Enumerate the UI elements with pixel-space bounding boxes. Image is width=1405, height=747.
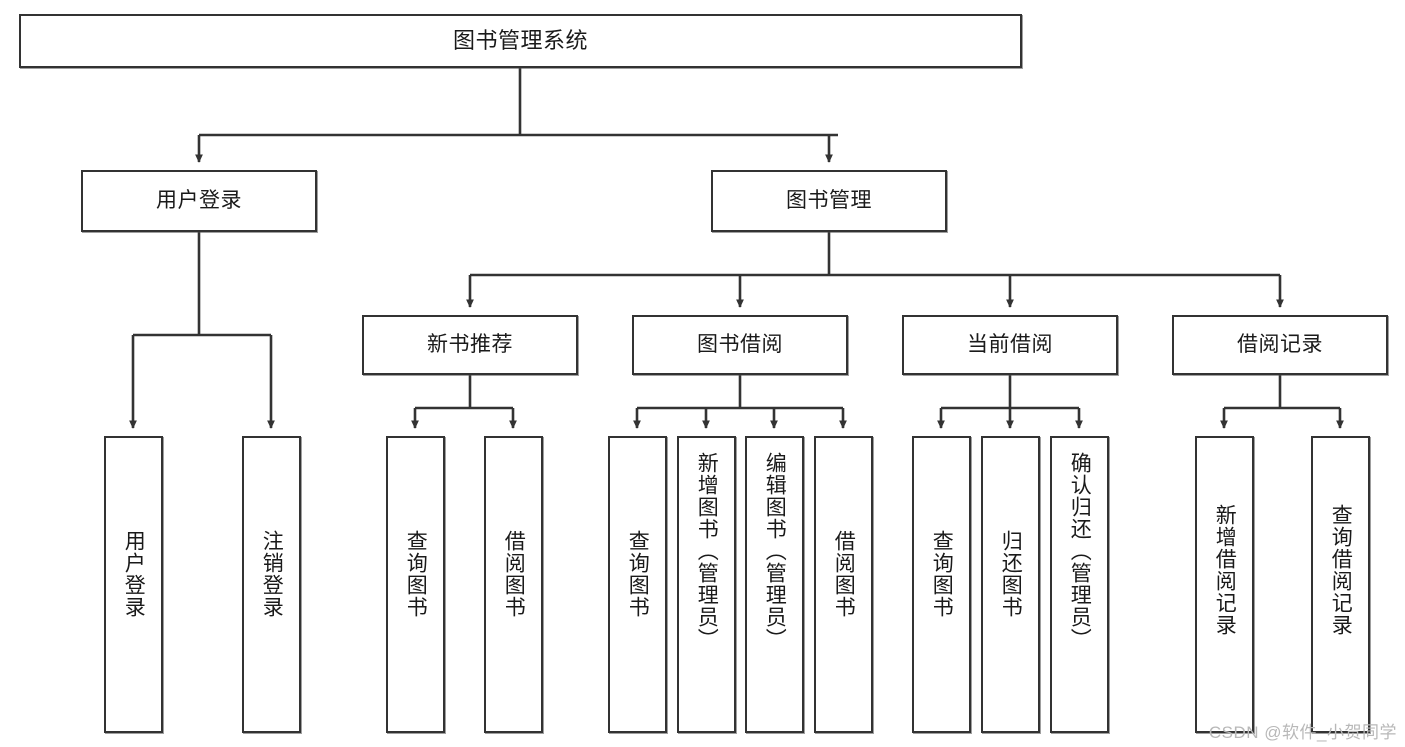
node-root-label: 图书管理系统 [452,28,588,54]
leaf-query-book-bb[interactable]: 查询图书 [608,436,667,733]
leaf-query-book-cb-label: 查询图书 [930,530,954,618]
leaf-confirm-return-admin[interactable]: 确认归还（管理员） [1050,436,1109,733]
leaf-logout-label: 注销登录 [260,530,284,618]
leaf-return-book[interactable]: 归还图书 [981,436,1040,733]
leaf-query-borrow-record[interactable]: 查询借阅记录 [1311,436,1370,733]
node-book-management[interactable]: 图书管理 [711,170,947,232]
leaf-confirm-return-admin-label: 确认归还（管理员） [1068,452,1092,650]
leaf-borrow-book-bb-label: 借阅图书 [832,530,856,618]
leaf-user-login[interactable]: 用户登录 [104,436,163,733]
leaf-query-book-cb[interactable]: 查询图书 [912,436,971,733]
node-user-login-label: 用户登录 [156,188,242,212]
leaf-user-login-label: 用户登录 [122,530,146,618]
node-current-borrow-label: 当前借阅 [967,332,1053,356]
node-borrow-record-label: 借阅记录 [1237,332,1323,356]
leaf-edit-book-admin[interactable]: 编辑图书（管理员） [745,436,804,733]
node-new-book-recommend-label: 新书推荐 [427,332,513,356]
node-user-login[interactable]: 用户登录 [81,170,317,232]
node-current-borrow[interactable]: 当前借阅 [902,315,1118,375]
node-book-borrow[interactable]: 图书借阅 [632,315,848,375]
leaf-borrow-book-nb-label: 借阅图书 [502,530,526,618]
leaf-borrow-book-nb[interactable]: 借阅图书 [484,436,543,733]
leaf-add-book-admin[interactable]: 新增图书（管理员） [677,436,736,733]
node-new-book-recommend[interactable]: 新书推荐 [362,315,578,375]
node-root[interactable]: 图书管理系统 [19,14,1022,68]
leaf-edit-book-admin-label: 编辑图书（管理员） [763,452,787,650]
watermark: CSDN @软件_小贺同学 [1208,723,1397,742]
leaf-query-book-bb-label: 查询图书 [626,530,650,618]
leaf-logout[interactable]: 注销登录 [242,436,301,733]
node-borrow-record[interactable]: 借阅记录 [1172,315,1388,375]
node-book-borrow-label: 图书借阅 [697,332,783,356]
leaf-borrow-book-bb[interactable]: 借阅图书 [814,436,873,733]
node-book-management-label: 图书管理 [786,188,872,212]
leaf-return-book-label: 归还图书 [999,530,1023,618]
leaf-query-book-nb[interactable]: 查询图书 [386,436,445,733]
leaf-add-borrow-record[interactable]: 新增借阅记录 [1195,436,1254,733]
leaf-add-borrow-record-label: 新增借阅记录 [1213,504,1237,636]
leaf-query-borrow-record-label: 查询借阅记录 [1329,504,1353,636]
leaf-query-book-nb-label: 查询图书 [404,530,428,618]
leaf-add-book-admin-label: 新增图书（管理员） [695,452,719,650]
